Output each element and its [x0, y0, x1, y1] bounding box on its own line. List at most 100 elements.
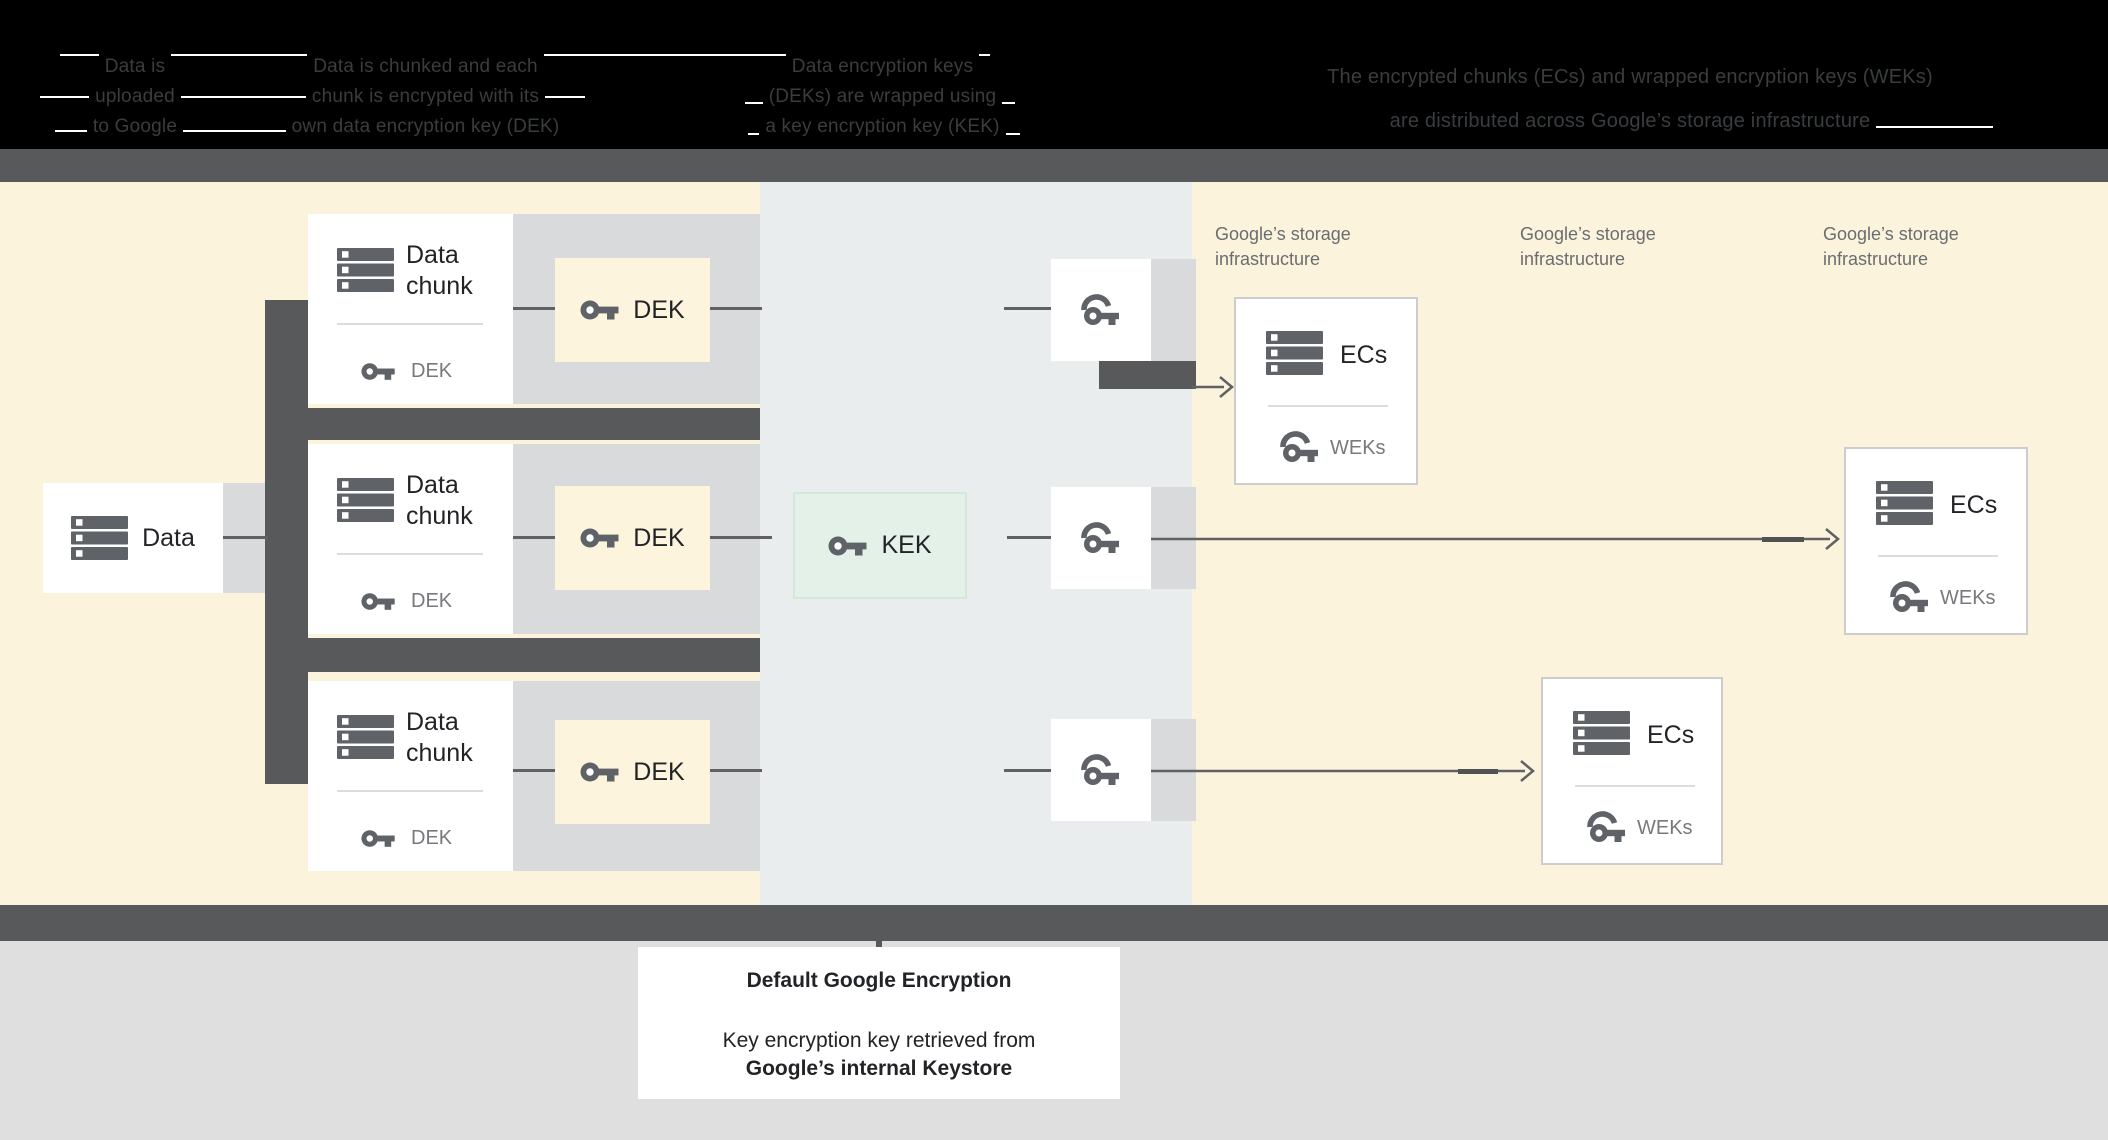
- data-stack-icon: [71, 516, 129, 560]
- step-text: uploaded: [89, 82, 181, 112]
- ecs-label: ECs: [1647, 721, 1695, 749]
- storage-label-line: infrastructure: [1520, 249, 1626, 269]
- data-chunk-box-3: Data chunk DEK: [308, 681, 513, 871]
- storage-label-line: Google’s storage: [1215, 224, 1351, 244]
- encrypted-chunks-box-3: ECs WEKs: [1541, 677, 1723, 865]
- dek-sublabel: DEK: [411, 827, 453, 849]
- key-icon: [360, 828, 397, 849]
- storage-label-line: infrastructure: [1823, 249, 1929, 269]
- data-stack-icon: [1573, 711, 1630, 755]
- storage-label-line: Google’s storage: [1520, 224, 1656, 244]
- storage-label-line: Google’s storage: [1823, 224, 1959, 244]
- data-chunk-label: Data chunk: [406, 471, 473, 530]
- dek-label: DEK: [633, 295, 685, 324]
- data-box: Data: [43, 483, 223, 593]
- dek-key-box-1: DEK: [555, 258, 710, 362]
- connector-line: [710, 307, 762, 310]
- data-stack-icon: [337, 478, 394, 522]
- wrapped-key-box-2: [1051, 487, 1151, 589]
- data-stack-icon: [1876, 481, 1933, 525]
- divider: [1878, 555, 1998, 557]
- ecs-label: ECs: [1340, 341, 1388, 369]
- arrow-to-ecs-1: [1192, 376, 1234, 398]
- dek-sublabel: DEK: [411, 360, 453, 382]
- dek-label: DEK: [633, 757, 685, 786]
- dek-key-box-3: DEK: [555, 720, 710, 824]
- step-text: Data is: [98, 52, 172, 82]
- dek-key-box-2: DEK: [555, 486, 710, 590]
- data-stack-icon: [337, 248, 394, 292]
- connector-line: [513, 769, 558, 772]
- bottom-divider-bar: [0, 905, 2108, 941]
- weks-sublabel: WEKs: [1940, 587, 1996, 609]
- step-text: The encrypted chunks (ECs) and wrapped e…: [1321, 55, 1939, 99]
- connector-line: [1004, 769, 1052, 772]
- storage-label-line: infrastructure: [1215, 249, 1321, 269]
- step-2-caption: Data is chunked and each chunk is encryp…: [268, 52, 583, 142]
- divider: [1268, 405, 1388, 407]
- wrapped-key-icon: [1280, 431, 1320, 463]
- key-icon: [360, 361, 397, 382]
- connector-line: [710, 536, 772, 539]
- step-text: to Google: [86, 112, 184, 142]
- wrapped-key-icon: [1081, 294, 1121, 326]
- caption-pointer-notch: [876, 940, 882, 948]
- header-hairline: [55, 130, 427, 132]
- connector-line: [1007, 536, 1052, 539]
- ecs-label: ECs: [1950, 491, 1998, 519]
- kek-label: KEK: [881, 531, 932, 559]
- connector-line: [513, 307, 558, 310]
- encrypted-chunks-box-1: ECs WEKs: [1234, 297, 1418, 485]
- connector-thick-bar: [265, 638, 760, 672]
- data-chunk-label: Data chunk: [406, 708, 473, 767]
- divider: [1575, 785, 1695, 787]
- storage-infrastructure-label-2: Google’s storage infrastructure: [1520, 222, 1740, 272]
- data-stack-icon: [1266, 331, 1323, 375]
- connector-line: [710, 769, 762, 772]
- key-icon: [580, 298, 620, 322]
- step-text: are distributed across Google’s storage …: [1383, 99, 1877, 143]
- data-chunk-box-1: Data chunk DEK: [308, 214, 513, 404]
- key-icon: [580, 526, 620, 550]
- divider: [337, 323, 483, 325]
- connector-line: [223, 536, 268, 539]
- encrypted-chunks-box-2: ECs WEKs: [1844, 447, 2028, 635]
- caption-line: Key encryption key retrieved from: [722, 1029, 1036, 1052]
- connector-line: [513, 536, 558, 539]
- wrapped-key-box-3: [1051, 719, 1151, 821]
- caption-line-bold: Google’s internal Keystore: [745, 1057, 1013, 1080]
- trunk-bar: [265, 300, 308, 784]
- top-divider-bar: [0, 149, 2108, 182]
- data-stack-icon: [337, 715, 394, 759]
- divider: [337, 553, 483, 555]
- wrapped-key-icon: [1587, 811, 1627, 843]
- step-text: Data is chunked and each: [307, 52, 544, 82]
- caption-title: Default Google Encryption: [746, 969, 1012, 992]
- step-text: a key encryption key (KEK): [759, 112, 1006, 142]
- arrow-thick-segment: [1762, 537, 1804, 542]
- key-icon: [828, 534, 868, 558]
- step-text: Data encryption keys: [785, 52, 980, 82]
- wrapped-key-icon: [1081, 754, 1121, 786]
- kek-key-box: KEK: [793, 492, 967, 599]
- data-label: Data: [142, 523, 195, 552]
- step-4-caption: The encrypted chunks (ECs) and wrapped e…: [1300, 55, 1960, 143]
- data-chunk-label: Data chunk: [406, 241, 473, 300]
- connector-thick-bar: [265, 408, 760, 440]
- caption-box: Default Google Encryption Key encryption…: [638, 947, 1120, 1099]
- key-icon: [360, 591, 397, 612]
- wrapped-key-icon: [1890, 581, 1930, 613]
- wrapped-key-box-1: [1051, 259, 1151, 361]
- connector-thick-bar: [1099, 361, 1196, 389]
- arrow-thick-segment: [1458, 769, 1498, 774]
- wrapped-key-icon: [1081, 522, 1121, 554]
- key-icon: [580, 760, 620, 784]
- step-3-caption: Data encryption keys (DEKs) are wrapped …: [730, 52, 1035, 142]
- step-text: chunk is encrypted with its: [305, 82, 546, 112]
- data-chunk-box-2: Data chunk DEK: [308, 444, 513, 634]
- storage-infrastructure-label-1: Google’s storage infrastructure: [1215, 222, 1435, 272]
- arrow-to-ecs-2: [1150, 528, 1840, 550]
- divider: [337, 790, 483, 792]
- weks-sublabel: WEKs: [1637, 817, 1693, 839]
